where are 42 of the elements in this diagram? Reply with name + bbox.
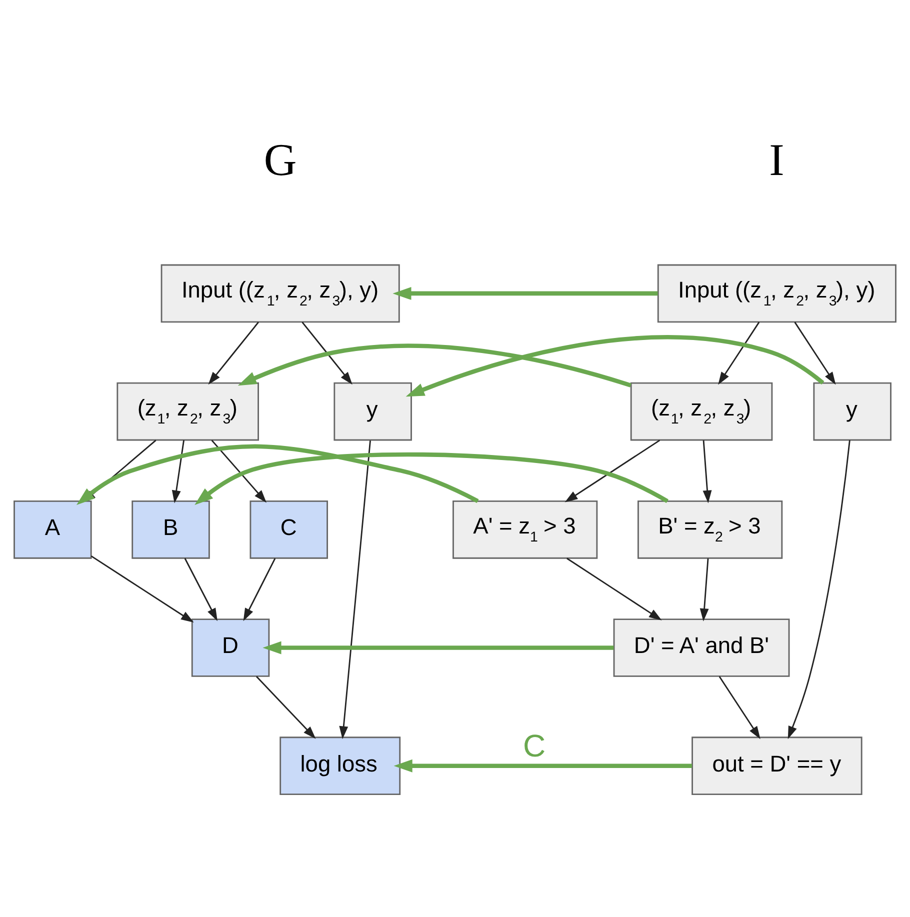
arrow [718,322,760,385]
arrow [788,440,850,740]
arrow [394,759,692,772]
arrow [172,440,184,504]
node-box: A [14,500,92,559]
arrow [76,444,479,506]
arrow [566,558,662,620]
arrow [700,558,709,622]
node-box: Input ((z$_{1}$, z$_{2}$, z$_{3}$), y) [160,264,400,323]
arrow [392,286,658,300]
node-box: y [813,382,892,441]
node-box: B [132,500,210,559]
node-box: D' = A' and B' [613,618,790,677]
node-box: log loss [280,736,401,796]
arrow [90,555,194,623]
arrow [564,440,660,502]
arrow [184,558,218,622]
arrow [238,344,632,388]
arrow [211,440,267,503]
arrow [794,322,836,385]
node-box: D [191,618,270,677]
node-box: out = D' == y [692,736,862,796]
node-box: (z$_{1}$, z$_{2}$, z$_{3}$) [116,382,259,441]
arrow [718,676,760,740]
edge-label: C [522,728,546,764]
arrow [243,558,276,622]
node-box: y [334,382,412,441]
arrow [256,676,316,739]
node-box: B' = z$_{2}$ > 3 [637,500,783,559]
label: G [264,134,297,185]
arrow [208,322,259,385]
arrow [194,452,668,506]
arrow [339,440,371,740]
arrow [406,335,824,397]
arrow [702,440,712,504]
node-box: Input ((z$_{1}$, z$_{2}$, z$_{3}$), y) [657,264,896,323]
label: I [769,134,784,185]
node-box: C [250,500,328,559]
arrow [302,322,352,385]
arrow [262,641,614,654]
node-box: (z$_{1}$, z$_{2}$, z$_{3}$) [630,382,773,441]
node-box: A' = z$_{1}$ > 3 [452,500,598,559]
